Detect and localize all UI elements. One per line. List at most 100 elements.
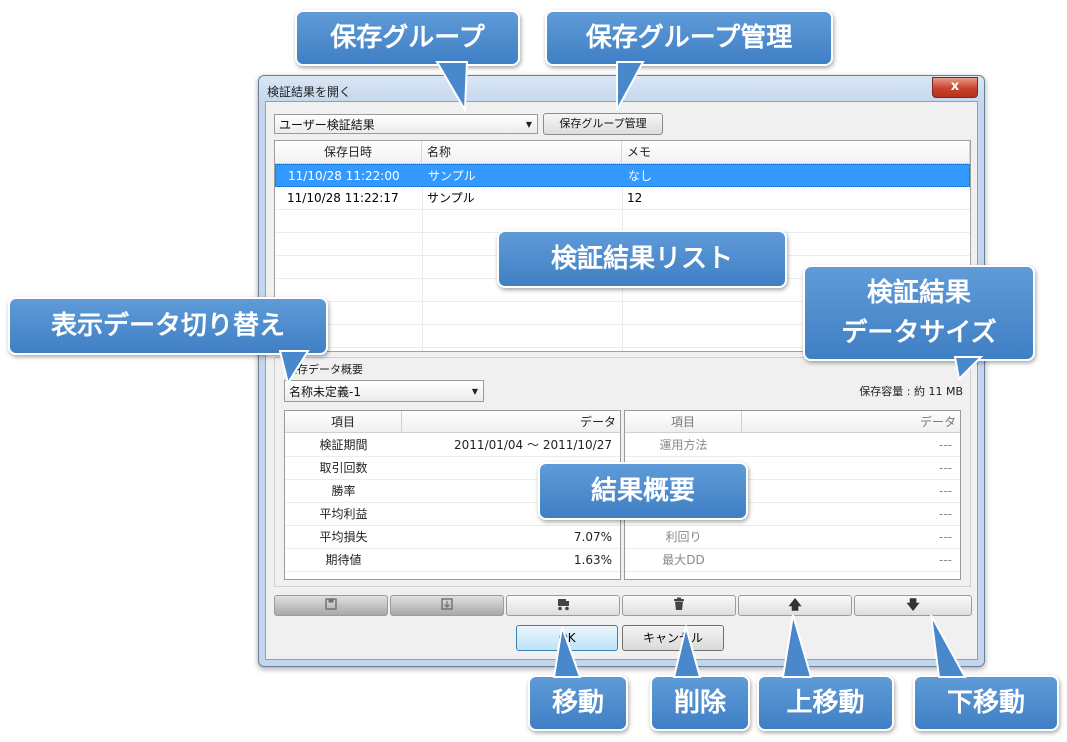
list-item [275,279,970,302]
col-header-item: 項目 [285,411,402,433]
table-row: 期待値 1.63% [285,549,620,572]
callout-text: 結果概要 [590,476,695,506]
summary-value: --- [939,484,952,498]
summary-item: 運用方法 [659,438,708,452]
list-item [275,325,970,348]
callout-pointer [672,623,702,678]
open-results-dialog: 検証結果を開く x ユーザー検証結果 ▼ 保存グループ管理 保存日時 名称 メモ… [258,75,985,667]
col-header-item: 項目 [625,411,742,433]
col-header-data: データ [742,411,960,433]
save-group-select[interactable]: ユーザー検証結果 ▼ [274,114,538,134]
summary-value: --- [939,461,952,475]
summary-group [274,357,971,587]
table-row: 利回り --- [625,526,960,549]
summary-item: 期待値 [325,553,362,567]
summary-item: 勝率 [331,484,356,498]
callout-move: 移動 [528,626,628,731]
summary-value: 7.07% [573,530,612,544]
callout-group-manage: 保存グループ管理 [545,10,833,111]
callout-save-group: 保存グループ [295,10,520,114]
summary-table-left: 項目 データ 検証期間 2011/01/04 ～ 2011/10/27 取引回数… [284,410,621,580]
col-header-data: データ [402,411,620,433]
table-row: 平均損失 7.07% [285,526,620,549]
summary-value: --- [939,553,952,567]
table-row: 検証期間 2011/01/04 ～ 2011/10/27 [285,434,620,457]
col-header-memo[interactable]: メモ [622,141,970,163]
dialog-body: ユーザー検証結果 ▼ 保存グループ管理 保存日時 名称 メモ 11/10/28 … [265,101,978,660]
table-row: 勝率 [285,480,620,503]
table-row: 取引回数 [285,457,620,480]
truck-icon [555,598,571,613]
callout-pointer [278,350,310,386]
summary-item: 最大DD [662,553,705,567]
summary-value: --- [939,530,952,544]
close-button[interactable]: x [932,77,978,98]
chevron-down-icon: ▼ [525,120,532,129]
row-name: サンプル [427,191,475,205]
col-header-date[interactable]: 保存日時 [275,141,422,163]
row-date: 11/10/28 11:22:00 [288,169,400,183]
list-item [275,302,970,325]
callout-text: 表示データ切り替え [50,311,285,341]
list-toolbar: 🡅 🡇 [274,595,972,617]
table-row[interactable]: 11/10/28 11:22:17 サンプル 12 [275,187,970,210]
table-row: 最大DD --- [625,549,960,572]
window-title: 検証結果を開く [267,85,352,99]
summary-item: 検証期間 [319,438,368,452]
row-memo: なし [628,169,653,183]
delete-button[interactable] [622,595,736,616]
summary-table-right: 項目 データ 運用方法 --- --- --- --- 利回り --- [624,410,961,580]
table-row: --- [625,503,960,526]
arrow-down-icon: 🡇 [906,598,920,613]
callout-text: 検証結果リスト [550,244,733,274]
trash-icon [673,597,685,613]
callout-move-up: 上移動 [757,614,894,731]
summary-item: 取引回数 [319,461,368,475]
row-name: サンプル [428,169,476,183]
summary-item: 平均損失 [319,530,368,544]
callout-pointer [616,61,645,111]
table-row: --- [625,480,960,503]
callout-text: データサイズ [841,318,997,348]
table-row[interactable]: 11/10/28 11:22:00 サンプル なし [275,164,970,187]
move-up-button[interactable]: 🡅 [738,595,852,616]
list-header: 保存日時 名称 メモ [275,141,970,164]
callout-pointer [930,614,967,678]
callout-text: 下移動 [946,688,1025,718]
callout-text: 上移動 [786,688,865,718]
summary-data-select[interactable]: 名称未定義-1 ▼ [284,380,484,402]
load-icon [441,598,453,613]
row-memo: 12 [627,191,643,205]
save-icon [325,598,337,613]
callout-text: 保存グループ管理 [585,23,793,53]
summary-value: 1.63% [573,553,612,567]
callout-text: 保存グループ [330,23,485,53]
close-icon: x [950,79,960,94]
table-row: 運用方法 --- [625,434,960,457]
callout-pointer [435,61,469,114]
summary-value: --- [939,507,952,521]
callout-pointer [953,356,984,382]
save-button[interactable] [274,595,388,616]
results-list[interactable]: 保存日時 名称 メモ 11/10/28 11:22:00 サンプル なし 11/… [274,140,971,352]
callout-text: 検証結果 [866,278,971,308]
callout-switch-display: 表示データ切り替え [8,297,328,386]
group-manage-button[interactable]: 保存グループ管理 [543,113,663,135]
divider [422,163,423,351]
callout-pointer [781,614,813,678]
summary-value: 2011/01/04 ～ 2011/10/27 [454,438,612,452]
summary-value: --- [939,438,952,452]
callout-delete: 削除 [650,623,750,731]
table-row: --- [625,457,960,480]
row-date: 11/10/28 11:22:17 [287,191,399,205]
chevron-down-icon: ▼ [471,387,478,396]
move-down-button[interactable]: 🡇 [854,595,972,616]
move-button[interactable] [506,595,620,616]
summary-label: 保存データ概要 [284,361,365,377]
summary-item: 平均利益 [319,507,368,521]
callout-text: 削除 [673,688,726,718]
col-header-name[interactable]: 名称 [422,141,622,163]
summary-item: 利回り [665,530,702,544]
summary-data-value: 名称未定義-1 [289,385,361,399]
load-button[interactable] [390,595,504,616]
